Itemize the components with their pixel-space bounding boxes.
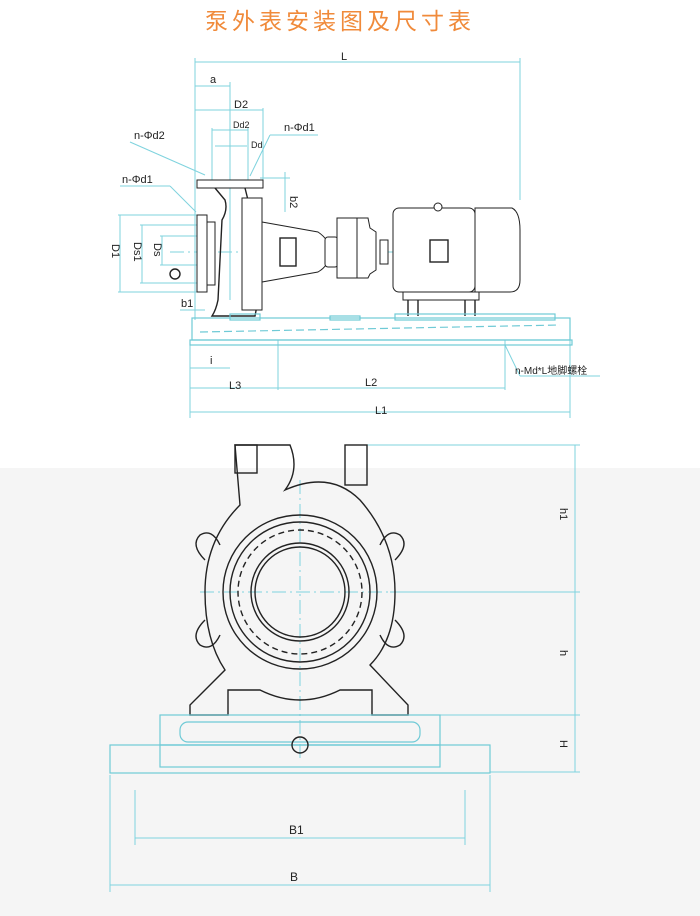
label-Dd: Dd (251, 140, 263, 150)
label-anchor-bolt: n-Md*L地脚螺栓 (515, 364, 587, 377)
label-i: i (210, 355, 212, 367)
label-b1: b1 (181, 298, 193, 310)
label-L: L (341, 51, 347, 63)
label-h1: h1 (557, 508, 569, 520)
label-D1: D1 (109, 244, 121, 258)
drain-plug-icon (169, 268, 181, 280)
label-L2: L2 (365, 377, 377, 389)
baseplate-front (109, 714, 491, 774)
label-H: H (557, 740, 569, 748)
baseplate-side (189, 313, 573, 346)
label-L1: L1 (375, 405, 387, 417)
label-B: B (290, 870, 298, 884)
label-a: a (210, 74, 217, 86)
pump-front-outline (189, 444, 409, 716)
label-Ds: Ds (151, 243, 163, 257)
label-b2: b2 (287, 196, 299, 208)
front-view-labels: h1 h H B1 B (289, 508, 569, 884)
front-view-dimensions (109, 444, 580, 892)
page-title: 泵外表安装图及尺寸表 (205, 8, 475, 34)
side-view-dimensions (118, 58, 600, 418)
label-n-d1-left: n-Φd1 (122, 174, 153, 186)
pump-side-outline (196, 179, 521, 317)
label-h: h (557, 650, 569, 656)
side-view-labels: L a D2 Dd2 Dd n-Φd2 n-Φd1 n-Φd1 b2 D1 Ds… (109, 51, 587, 417)
label-Dd2: Dd2 (233, 120, 250, 130)
label-Ds1: Ds1 (131, 242, 143, 262)
label-D2: D2 (234, 99, 248, 111)
label-n-d2: n-Φd2 (134, 130, 165, 142)
label-B1: B1 (289, 823, 304, 837)
label-n-d1-top: n-Φd1 (284, 122, 315, 134)
label-L3: L3 (229, 380, 241, 392)
